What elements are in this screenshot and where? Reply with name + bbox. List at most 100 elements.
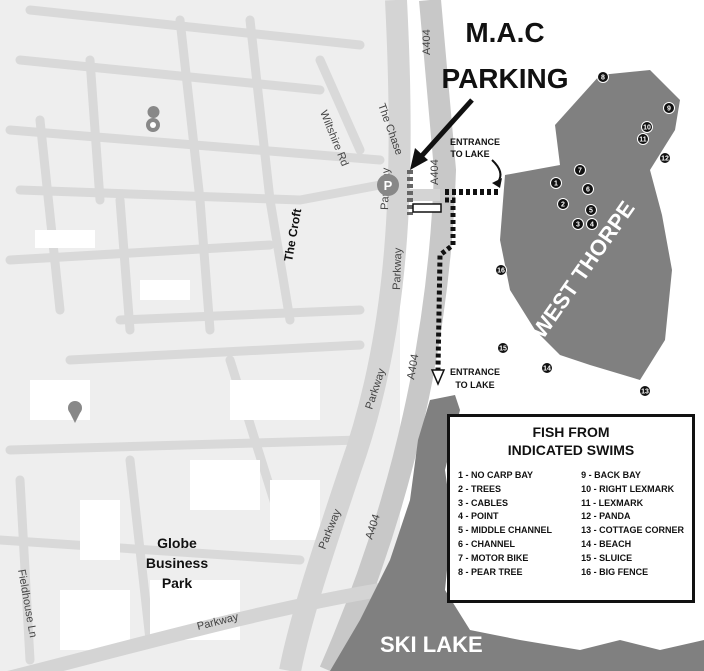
swim-marker-dot [582,183,594,195]
title-line1: M.A.C [465,17,544,48]
legend-column-2: 9 - BACK BAY 10 - RIGHT LEXMARK 11 - LEX… [581,469,684,579]
swim-marker-dot [497,342,509,354]
legend-item: 3 - CABLES [458,497,509,508]
swim-marker-label: 12 [661,156,669,163]
swim-marker-9[interactable]: 9 [663,102,675,114]
place-globe-line2: Business [146,555,208,571]
route-to-ski-lake [435,197,456,371]
swim-marker-label: 13 [641,389,649,396]
swim-marker-12[interactable]: 12 [659,152,671,164]
swim-marker-10[interactable]: 10 [641,121,653,133]
swim-marker-label: 9 [667,106,671,113]
legend-item: 1 - NO CARP BAY [458,470,534,480]
legend-item: 2 - TREES [458,483,502,494]
legend-item: 9 - BACK BAY [581,470,641,480]
swim-marker-dot [585,204,597,216]
legend-title: FISH FROM INDICATED SWIMS [458,423,684,459]
swim-marker-dot [557,198,569,210]
swim-marker-3[interactable]: 3 [572,218,584,230]
swim-marker-label: 6 [586,187,590,194]
legend-item: 5 - MIDDLE CHANNEL [458,525,552,536]
legend-item: 4 - POINT [458,511,499,522]
parking-arrow-head-icon [410,148,428,170]
legend-item: 13 - COTTAGE CORNER [581,525,684,536]
swim-marker-label: 15 [499,346,507,353]
swim-marker-label: 7 [578,168,582,175]
road-label-parkway-2: Parkway [391,247,404,290]
entrance-1-arrow-head-icon [492,178,502,188]
place-globe-line1: Globe [157,535,197,551]
legend-item: 8 - PEAR TREE [458,566,523,577]
swim-marker-label: 4 [590,222,594,229]
ski-lake [330,395,704,671]
road-label-a404-3: A404 [405,353,421,380]
swim-marker-dot [495,264,507,276]
lake-label-ski-lake: SKI LAKE [380,632,483,657]
swim-marker-dot [637,133,649,145]
place-globe-line3: Park [162,575,193,591]
swim-marker-15[interactable]: 15 [497,342,509,354]
legend-item: 10 - RIGHT LEXMARK [581,483,675,494]
swim-marker-dot [541,362,553,374]
swim-marker-8[interactable]: 8 [597,71,609,83]
entrance-1-line1: ENTRANCE [450,137,500,147]
minor-road-cutouts [30,230,320,650]
entrance-1-arrow [491,159,502,183]
swim-marker-label: 1 [554,181,558,188]
legend-item: 15 - SLUICE [581,552,633,563]
legend-item: 11 - LEXMARK [581,497,644,508]
legend-column-1: 1 - NO CARP BAY 2 - TREES 3 - CABLES 4 -… [458,469,552,579]
legend-item: 12 - PANDA [581,511,631,522]
entrance-2-line2: TO LAKE [455,380,494,390]
road-label-a404-2: A404 [429,159,441,185]
swim-marker-label: 5 [589,208,593,215]
swim-marker-label: 3 [576,222,580,229]
swim-marker-label: 16 [497,268,505,275]
entrance-2-line1: ENTRANCE [450,367,500,377]
minor-roads [0,5,385,665]
swim-marker-label: 8 [601,75,605,82]
swim-marker-dot [586,218,598,230]
swim-marker-1[interactable]: 1 [550,177,562,189]
swim-marker-2[interactable]: 2 [557,198,569,210]
swim-marker-11[interactable]: 11 [637,133,649,145]
swim-marker-dot [572,218,584,230]
legend-item: 16 - BIG FENCE [581,566,649,577]
map-pin-icon [68,401,82,423]
swim-marker-6[interactable]: 6 [582,183,594,195]
swim-marker-4[interactable]: 4 [586,218,598,230]
swim-marker-dot [663,102,675,114]
swim-marker-label: 14 [543,366,551,373]
background-blocks [0,0,400,671]
swim-marker-7[interactable]: 7 [574,164,586,176]
swim-marker-14[interactable]: 14 [541,362,553,374]
legend-title-line1: FISH FROM [532,424,610,440]
parking-icon[interactable] [377,174,399,196]
swim-marker-dot [550,177,562,189]
legend-item: 14 - BEACH [581,538,632,549]
parking-arrow [416,98,474,162]
swim-marker-dot [641,121,653,133]
swim-marker-dot [574,164,586,176]
swim-marker-label: 2 [561,202,565,209]
swim-marker-label: 11 [639,137,647,144]
swim-marker-dot [597,71,609,83]
legend-columns: 1 - NO CARP BAY 2 - TREES 3 - CABLES 4 -… [458,469,684,579]
gate-icon [412,203,442,213]
entrance-1-line2: TO LAKE [450,149,489,159]
road-label-a404-1: A404 [421,29,433,55]
legend-item: 7 - MOTOR BIKE [458,552,529,563]
swim-marker-dot [639,385,651,397]
swim-marker-5[interactable]: 5 [585,204,597,216]
swim-marker-label: 10 [643,125,651,132]
swim-marker-13[interactable]: 13 [639,385,651,397]
lower-parkway-road [7,583,382,671]
swim-marker-dot [659,152,671,164]
title-line2: PARKING [441,63,568,94]
swim-marker-16[interactable]: 16 [495,264,507,276]
route-arrow-head-icon [430,369,446,386]
swims-legend: FISH FROM INDICATED SWIMS 1 - NO CARP BA… [447,414,695,603]
